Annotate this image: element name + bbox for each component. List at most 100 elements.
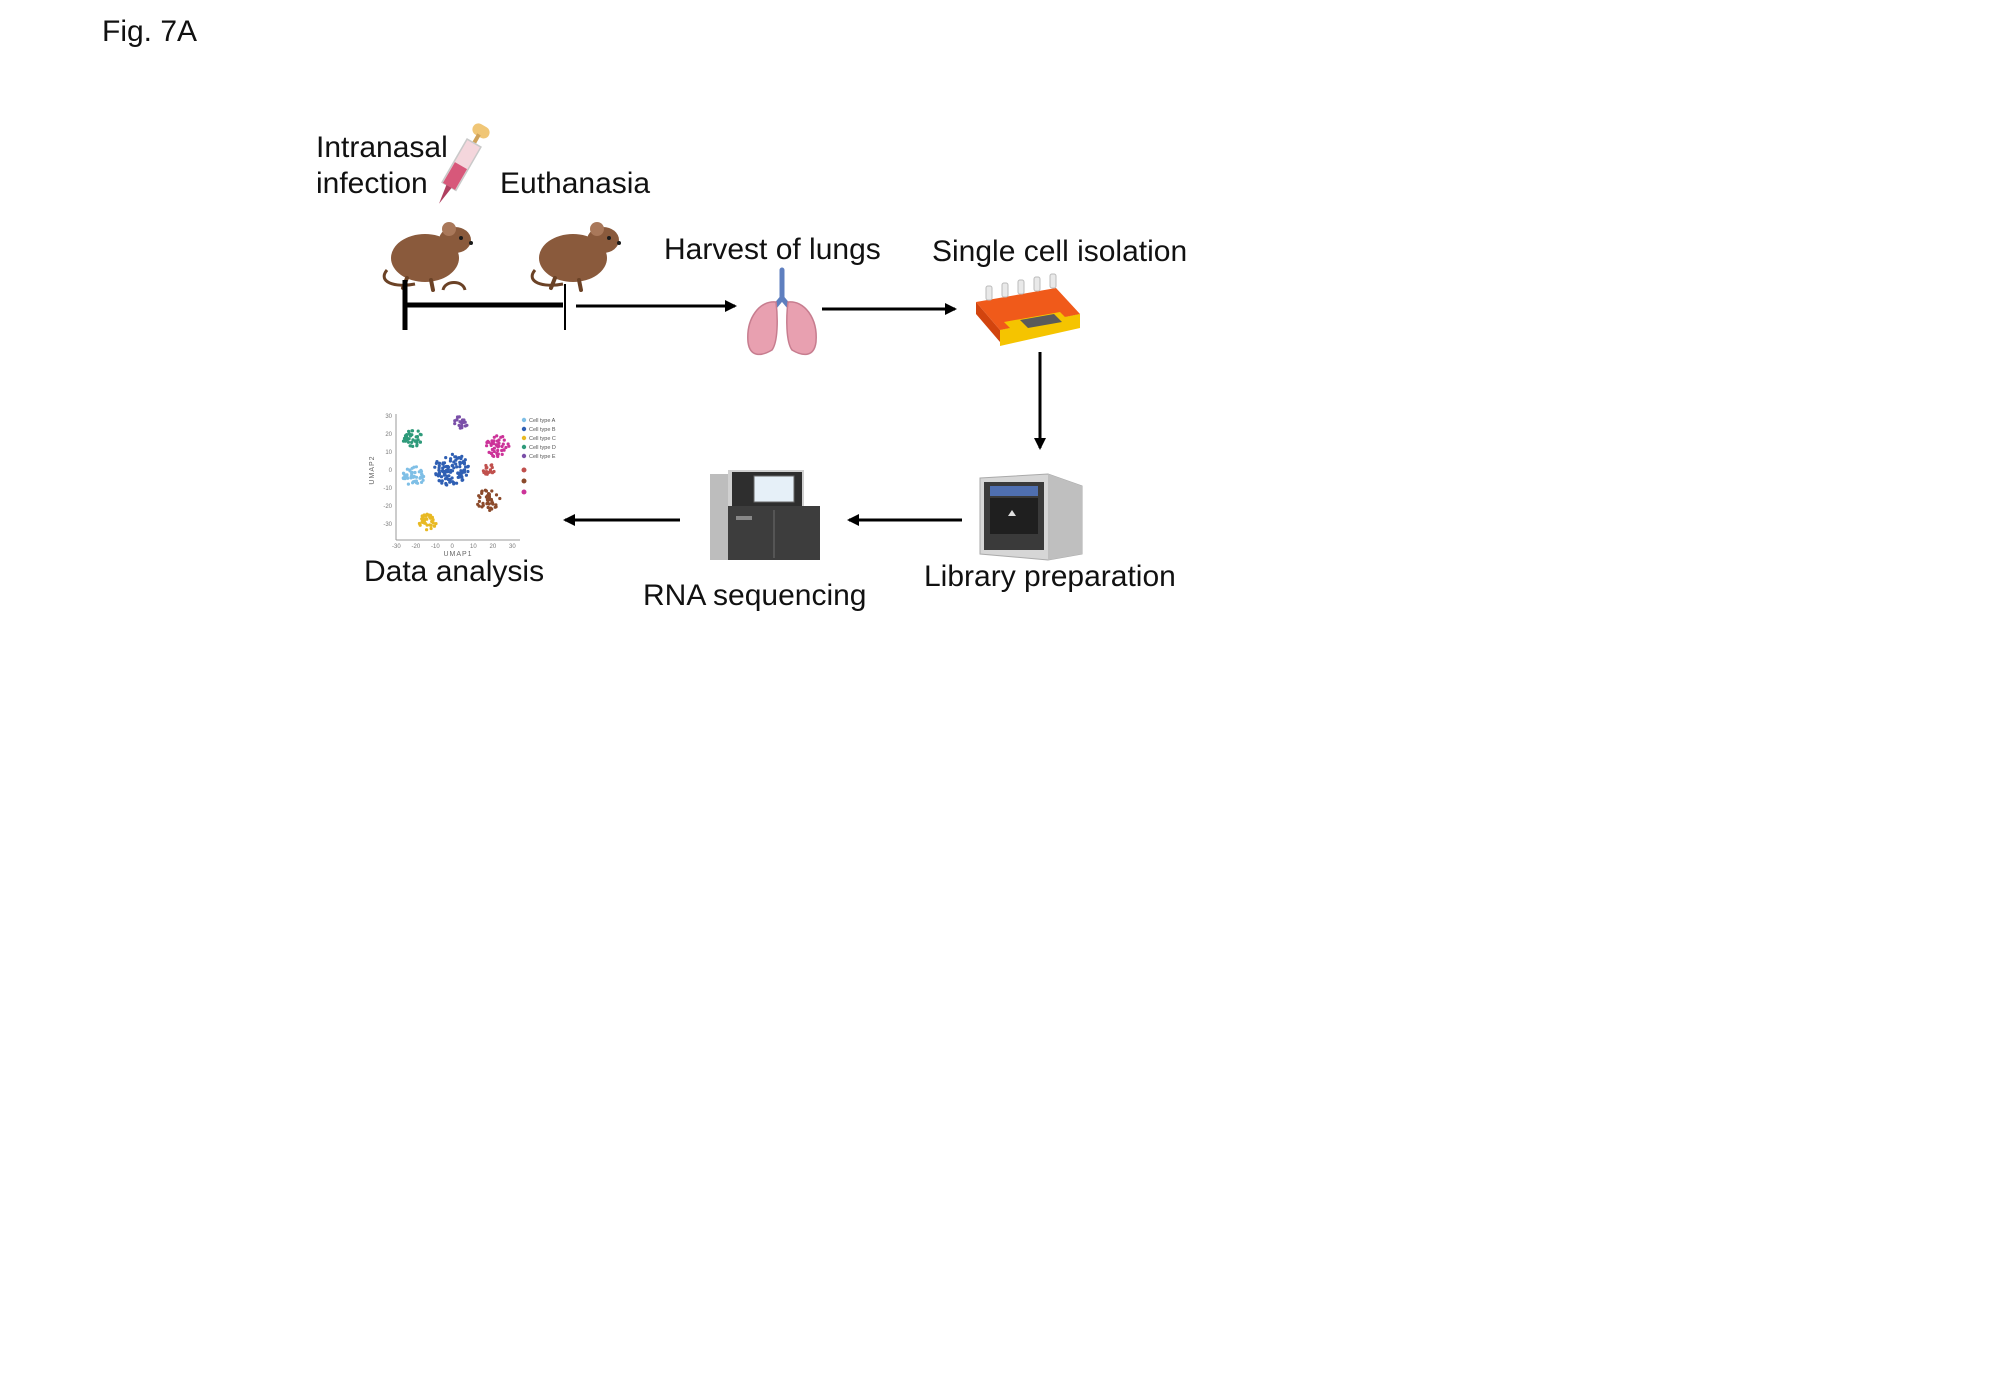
umap-point	[450, 476, 454, 480]
umap-y-tick: -20	[383, 504, 392, 510]
umap-x-tick: 20	[490, 544, 497, 550]
umap-point	[409, 444, 413, 448]
umap-point	[406, 482, 410, 486]
umap-point	[490, 465, 494, 470]
umap-point	[436, 474, 440, 478]
umap-point	[463, 424, 467, 428]
umap-point	[500, 452, 504, 456]
umap-point	[415, 442, 419, 447]
cell-isolator-icon	[976, 273, 1080, 346]
lungs-icon	[747, 267, 817, 356]
umap-point	[401, 471, 406, 475]
umap-point	[482, 470, 486, 475]
umap-y-tick: 20	[385, 432, 392, 438]
umap-point	[418, 440, 422, 444]
umap-point	[453, 419, 457, 423]
legend-marker	[521, 444, 527, 450]
umap-point	[444, 481, 448, 486]
umap-point	[480, 490, 484, 494]
label-isolation: Single cell isolation	[932, 235, 1188, 268]
umap-point	[417, 521, 421, 526]
umap-point	[451, 480, 455, 484]
umap-y-tick: 0	[389, 468, 393, 474]
umap-y-tick: 30	[385, 414, 392, 420]
umap-point	[429, 526, 433, 531]
umap-point	[433, 465, 437, 469]
umap-point	[500, 444, 504, 449]
umap-point	[464, 473, 468, 477]
umap-point	[455, 415, 460, 419]
umap-point	[438, 479, 442, 483]
umap-point	[462, 460, 466, 465]
umap-point	[450, 452, 454, 456]
umap-point	[489, 442, 493, 446]
umap-point	[485, 498, 489, 502]
umap-point	[456, 456, 460, 460]
umap-point	[501, 442, 505, 446]
umap-point	[411, 480, 415, 484]
label-euthanasia: Euthanasia	[500, 167, 651, 200]
umap-point	[506, 442, 510, 446]
umap-point	[414, 475, 419, 479]
umap-x-tick: -10	[431, 544, 440, 550]
umap-points	[401, 415, 511, 532]
umap-point	[492, 449, 496, 454]
umap-point	[492, 442, 496, 446]
umap-point	[425, 523, 429, 527]
mouse-icon	[382, 222, 473, 292]
umap-point	[420, 480, 424, 484]
umap-ylabel: UMAP2	[369, 455, 376, 484]
umap-point	[442, 473, 446, 477]
umap-point	[499, 435, 503, 439]
umap-point	[407, 429, 411, 433]
umap-point	[411, 475, 415, 479]
umap-point	[405, 433, 409, 437]
legend-marker	[521, 435, 527, 441]
umap-point	[459, 457, 463, 461]
umap-point	[434, 472, 438, 476]
umap-point	[419, 468, 423, 472]
umap-point	[490, 489, 494, 493]
umap-point	[416, 429, 420, 433]
legend-label: Cell type D	[529, 445, 556, 451]
umap-point	[444, 464, 448, 469]
sequencer-icon	[710, 470, 820, 560]
legend-marker	[521, 489, 527, 495]
umap-point	[466, 469, 470, 474]
umap-point	[485, 440, 489, 445]
umap-point	[416, 481, 420, 485]
umap-point	[432, 524, 437, 528]
umap-point	[406, 440, 411, 444]
umap-point	[439, 475, 444, 479]
umap-point	[419, 475, 423, 479]
umap-point	[477, 499, 481, 503]
umap-point	[420, 472, 424, 476]
umap-point	[458, 460, 462, 464]
umap-point	[410, 429, 414, 433]
umap-point	[456, 471, 460, 475]
umap-point	[462, 470, 467, 474]
umap-point	[450, 463, 455, 467]
umap-point	[423, 517, 427, 521]
umap-point	[502, 448, 506, 452]
legend-label: Cell type C	[529, 436, 556, 442]
umap-point	[489, 497, 493, 502]
umap-point	[401, 476, 405, 480]
label-infection-line2: infection	[316, 167, 428, 200]
legend-label: Cell type B	[529, 427, 556, 433]
umap-point	[449, 457, 453, 461]
umap-point	[404, 438, 408, 442]
umap-point	[434, 461, 438, 465]
umap-point	[490, 501, 494, 505]
umap-point	[413, 470, 417, 475]
umap-point	[487, 495, 491, 500]
umap-point	[444, 468, 449, 472]
umap-point	[410, 440, 414, 444]
label-harvest: Harvest of lungs	[664, 233, 881, 266]
umap-point	[429, 515, 433, 519]
umap-point	[421, 515, 425, 519]
umap-x-tick: 10	[470, 544, 477, 550]
umap-point	[492, 435, 496, 439]
